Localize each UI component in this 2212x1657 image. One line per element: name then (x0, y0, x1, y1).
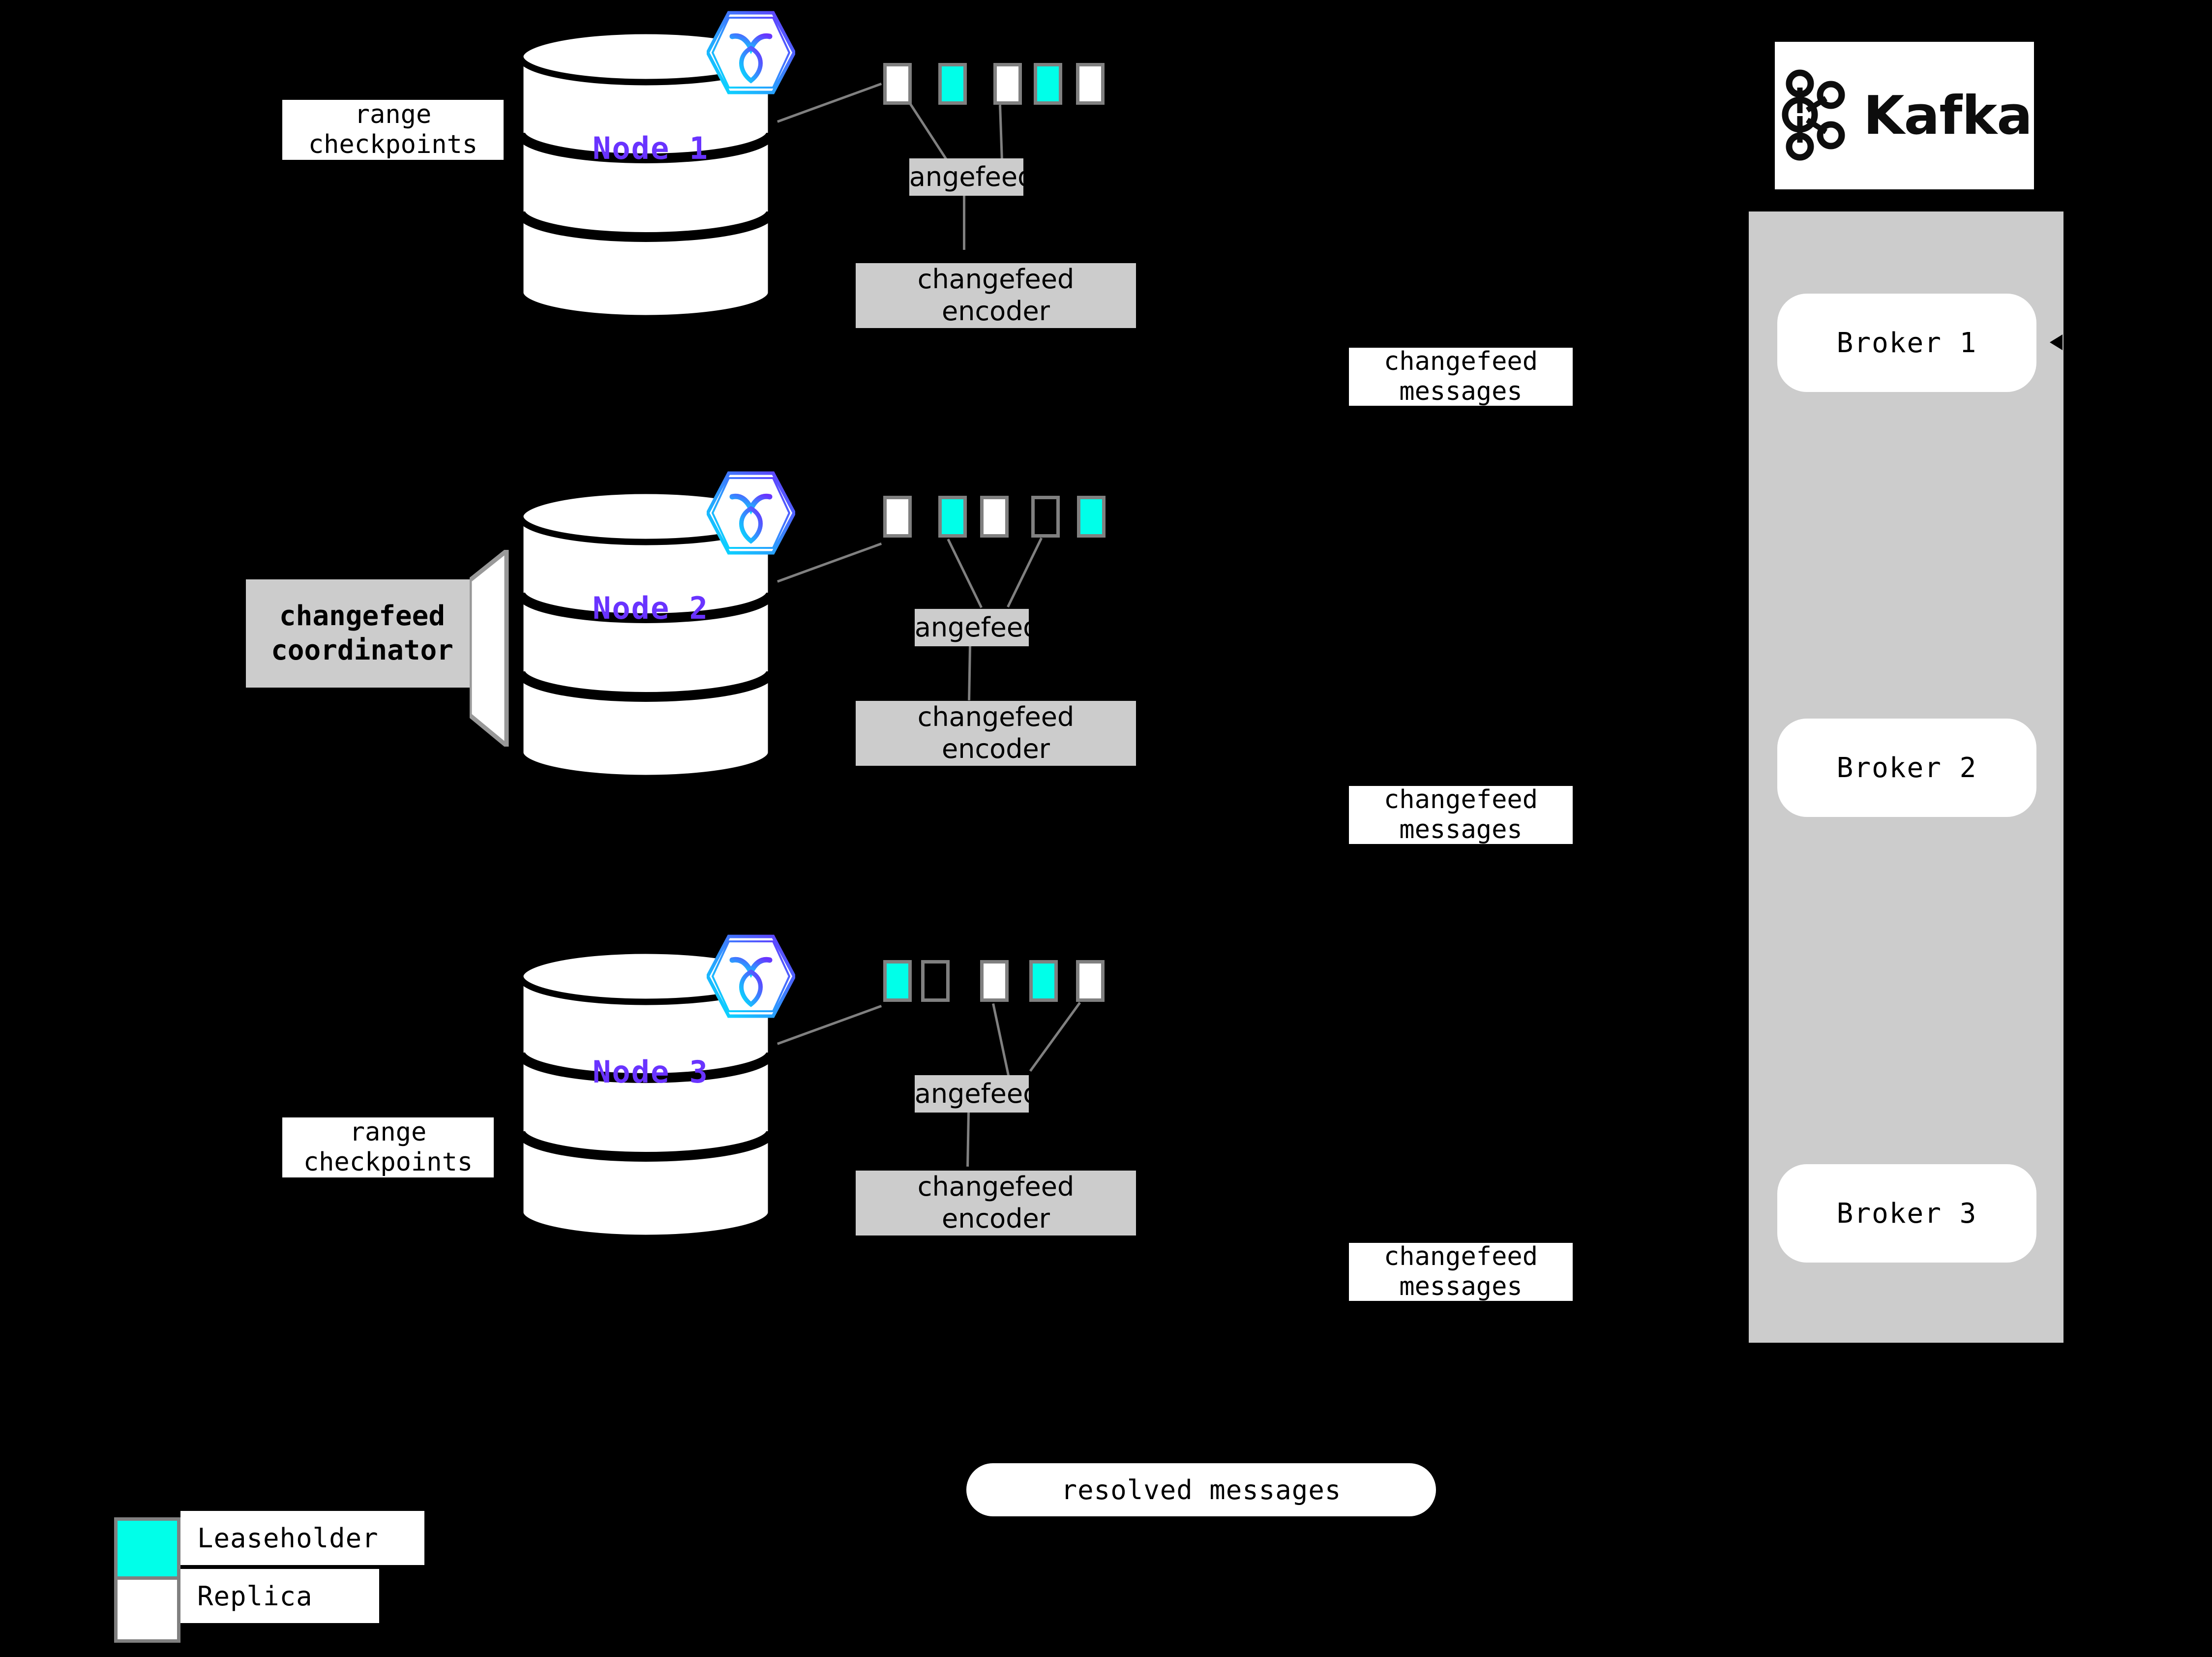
node-2-range-block-4 (1031, 496, 1060, 538)
node-2-block-to-rangefeed-connector-a (947, 539, 983, 608)
coordinator-line1: changefeed (279, 600, 446, 632)
kafka-broker-1[interactable]: Broker 1 (1777, 294, 2036, 392)
node-2-rangefeed-box: rangefeed (904, 609, 1040, 646)
node-1-range-block-2 (938, 63, 967, 105)
node-2-changefeed-encoder-box: changefeed encoder (856, 701, 1136, 766)
node-3-range-checkpoints-line2: checkpoints (303, 1147, 473, 1177)
node-1-encoder-line1: changefeed (917, 264, 1075, 295)
node-1-range-checkpoints-label: range checkpoints (282, 100, 504, 160)
node-1-range-block-1 (883, 63, 912, 105)
node-1-database-cylinder (515, 27, 776, 322)
node-3-encoder-line1: changefeed (917, 1171, 1075, 1203)
node-3-changefeed-encoder-box: changefeed encoder (856, 1171, 1136, 1235)
node-3-range-block-4 (1029, 960, 1058, 1002)
resolved-messages-pill: resolved messages (966, 1463, 1436, 1516)
node-3-range-block-1 (883, 960, 912, 1002)
node-1-range-checkpoints-line1: range (354, 100, 432, 129)
node-2-range-block-5 (1077, 496, 1106, 538)
node-2-changefeed-messages-label: changefeed messages (1349, 784, 1573, 844)
node-2-rangefeed-to-encoder-connector (968, 646, 971, 700)
node-3-changefeed-messages-line2: messages (1399, 1272, 1523, 1301)
node-3-rangefeed-to-encoder-connector (966, 1112, 970, 1167)
cockroachdb-hexagon-icon (706, 466, 796, 560)
node-1-changefeed-messages-line1: changefeed (1383, 346, 1538, 376)
node-3-block-to-rangefeed-connector-a (992, 1003, 1011, 1079)
kafka-logo-box: Kafka (1775, 42, 2034, 189)
legend-label-leaseholder: Leaseholder (180, 1511, 424, 1565)
node-2-encoder-line2: encoder (942, 733, 1050, 764)
node-2-label: Node 2 (593, 590, 709, 626)
node-1-rangefeed-box: rangefeed (898, 158, 1034, 196)
node-1-label: Node 1 (593, 130, 709, 166)
node-2-block-to-rangefeed-connector-b (1007, 537, 1043, 608)
node-1-range-checkpoints-line2: checkpoints (308, 130, 478, 159)
node-3-rangefeed-box: rangefeed (904, 1075, 1040, 1113)
coordinator-line2: coordinator (271, 634, 453, 666)
node-2-changefeed-messages-line1: changefeed (1383, 784, 1538, 814)
coordinator-pointer-flag (467, 546, 534, 751)
kafka-broker-3[interactable]: Broker 3 (1777, 1164, 2036, 1263)
node-3-database-cylinder (515, 947, 776, 1242)
node-2-range-block-3 (980, 496, 1009, 538)
node-2-encoder-line1: changefeed (917, 701, 1075, 733)
node-3-changefeed-messages-label: changefeed messages (1349, 1241, 1573, 1301)
node-3-range-checkpoints-line1: range (349, 1117, 427, 1147)
kafka-logo-icon (1777, 68, 1851, 163)
node-1-range-block-3 (993, 63, 1022, 105)
node-1-rangefeed-to-encoder-connector (963, 196, 965, 250)
legend-label-replica: Replica (180, 1569, 379, 1623)
node-2-changefeed-messages-line2: messages (1399, 815, 1523, 844)
node-1-changefeed-encoder-box: changefeed encoder (856, 263, 1136, 328)
node-2-database-cylinder (515, 487, 776, 782)
node-2-range-block-1 (883, 496, 912, 538)
kafka-inbound-arrowhead (2050, 334, 2063, 350)
kafka-wordmark: Kafka (1863, 85, 2033, 147)
cockroachdb-hexagon-icon (706, 6, 796, 99)
node-1-range-block-5 (1076, 63, 1105, 105)
node-1-range-block-4 (1034, 63, 1062, 105)
node-2-changefeed-coordinator-box: changefeed coordinator (246, 579, 478, 688)
node-3-range-checkpoints-label: range checkpoints (282, 1117, 494, 1177)
kafka-broker-2[interactable]: Broker 2 (1777, 719, 2036, 817)
node-1-changefeed-messages-line2: messages (1399, 377, 1523, 406)
node-3-range-block-5 (1076, 960, 1105, 1002)
legend-swatch-replica (114, 1576, 180, 1643)
legend-swatch-leaseholder (114, 1517, 180, 1584)
node-3-range-block-2 (921, 960, 950, 1002)
node-3-range-block-3 (980, 960, 1009, 1002)
node-3-changefeed-messages-line1: changefeed (1383, 1241, 1538, 1271)
node-3-label: Node 3 (593, 1054, 709, 1090)
node-2-range-block-2 (938, 496, 967, 538)
node-3-encoder-line2: encoder (942, 1203, 1050, 1234)
node-1-encoder-line2: encoder (942, 296, 1050, 327)
node-3-block-to-rangefeed-connector-b (1029, 1002, 1081, 1072)
node-1-changefeed-messages-label: changefeed messages (1349, 346, 1573, 406)
cockroachdb-hexagon-icon (706, 930, 796, 1023)
